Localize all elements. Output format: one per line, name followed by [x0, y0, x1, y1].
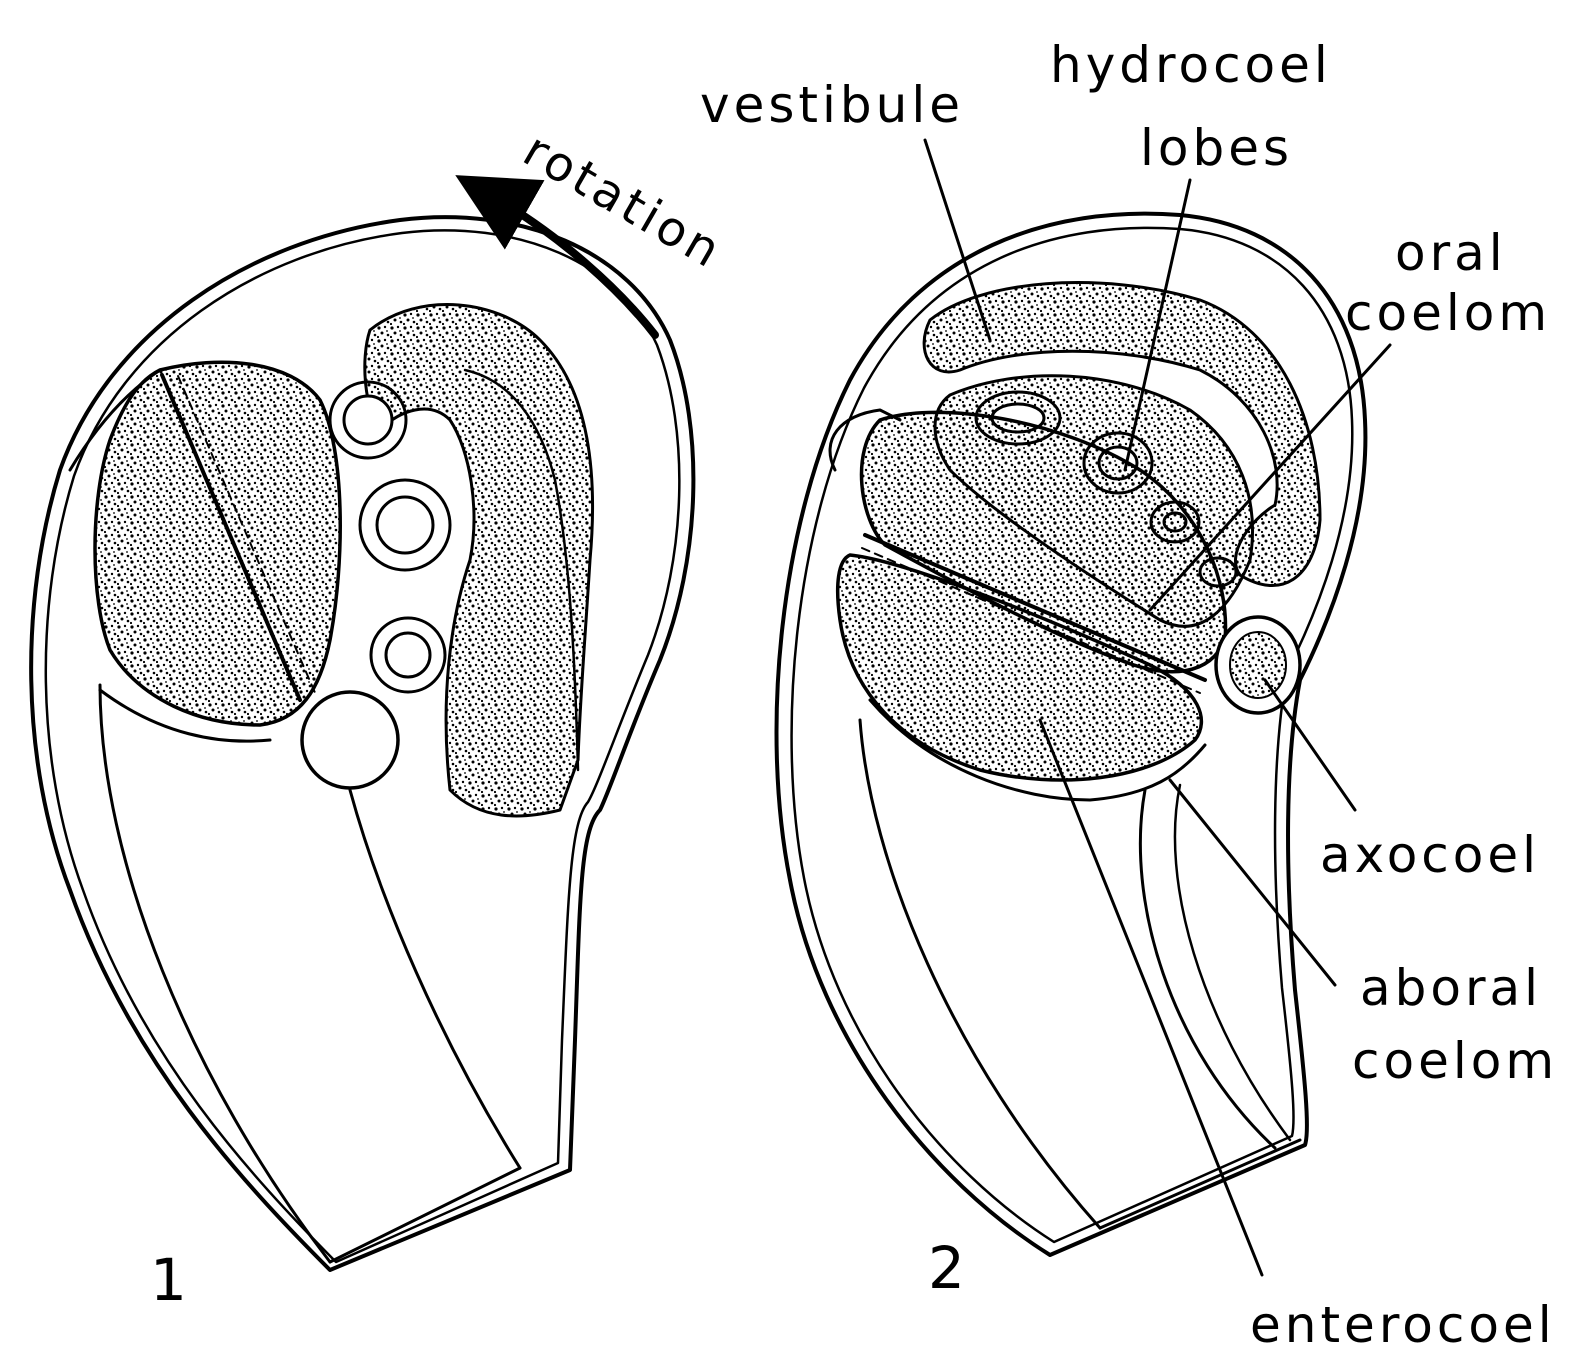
- label-hydrocoel-line1: hydrocoel: [1050, 36, 1332, 94]
- label-axocoel: axocoel: [1320, 826, 1540, 884]
- rotation-label: rotation: [514, 122, 733, 281]
- label-aboral-line1: aboral: [1360, 959, 1542, 1017]
- leader-enterocoel: [1040, 720, 1262, 1275]
- label-hydrocoel-line2: lobes: [1140, 119, 1293, 177]
- gut-base-2: [1100, 1140, 1300, 1228]
- label-oral-line2: coelom: [1345, 284, 1551, 342]
- label-aboral-line2: coelom: [1352, 1032, 1558, 1090]
- label-enterocoel: enterocoel: [1250, 1296, 1556, 1354]
- gut-base: [330, 1168, 520, 1262]
- axocoel-1: [302, 692, 398, 788]
- gut-line-right: [350, 790, 520, 1168]
- hydrocoel-lobes-1: [330, 382, 450, 692]
- gut-line-left: [100, 685, 330, 1262]
- label-oral-line1: oral: [1395, 224, 1507, 282]
- gut-line-left-2: [860, 720, 1100, 1228]
- left-coelom: [95, 362, 340, 725]
- gut-line-right-2b: [1175, 785, 1290, 1140]
- panel-1: [31, 195, 693, 1270]
- label-vestibule: vestibule: [700, 76, 964, 134]
- panel-2: [777, 140, 1391, 1275]
- panel-1-number: 1: [150, 1246, 187, 1314]
- gut-line-right-2: [1140, 790, 1275, 1148]
- panel-2-number: 2: [928, 1234, 965, 1302]
